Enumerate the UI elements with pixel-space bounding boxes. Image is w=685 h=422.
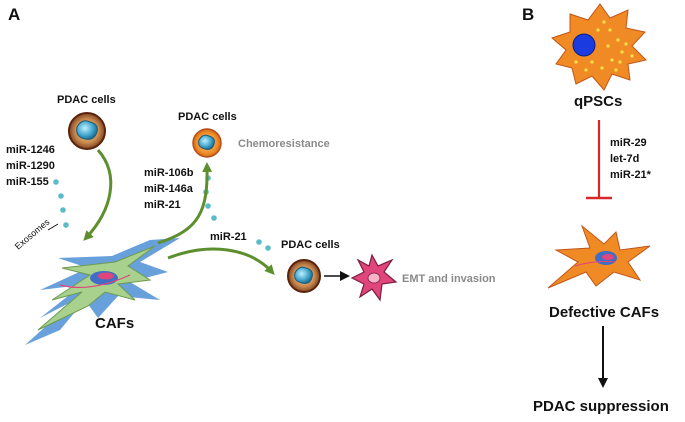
arrow-caf-to-pdac-right [167,247,275,275]
pdac-suppression-label: PDAC suppression [533,398,669,415]
exosomes-label: Exosomes [13,217,52,252]
arrow-caf-to-pdac-mid [157,162,213,245]
exosome-dots-right [256,239,271,251]
pdac-cell-right-icon [287,259,321,293]
pdac-cell-mid-icon [192,128,222,158]
qpsc-cell-icon [551,3,647,91]
defective-cafs-label: Defective CAFs [549,304,659,321]
pdac-top-label: PDAC cells [57,94,116,106]
mir-mid-3: miR-21 [144,199,181,211]
chemoresistance-label: Chemoresistance [238,138,330,150]
mir-mid-2: miR-146a [144,183,194,195]
panel-b-letter: B [522,5,534,24]
mir-mid-1: miR-106b [144,167,194,179]
cafs-label: CAFs [95,315,134,332]
emt-cell-icon [350,253,398,302]
caf-cell-icon [25,238,180,345]
exosomes-leader-line [47,223,59,231]
mir-b-1: miR-29 [610,137,647,149]
defective-caf-icon [547,224,651,289]
mir-b-2: let-7d [610,153,639,165]
mir21-label: miR-21 [210,231,247,243]
mir-b-3: miR-21* [610,169,652,181]
qpscs-label: qPSCs [574,93,622,110]
panel-a-letter: A [8,5,20,24]
mir-left-2: miR-1290 [6,160,55,172]
mir-left-3: miR-155 [6,176,49,188]
pdac-right-label: PDAC cells [281,239,340,251]
pdac-mid-label: PDAC cells [178,111,237,123]
exosome-dots-left [53,179,69,228]
emt-label: EMT and invasion [402,273,496,285]
arrow-pdac-to-caf [83,149,113,241]
pdac-cell-top-icon [68,112,106,150]
mir-left-1: miR-1246 [6,144,55,156]
